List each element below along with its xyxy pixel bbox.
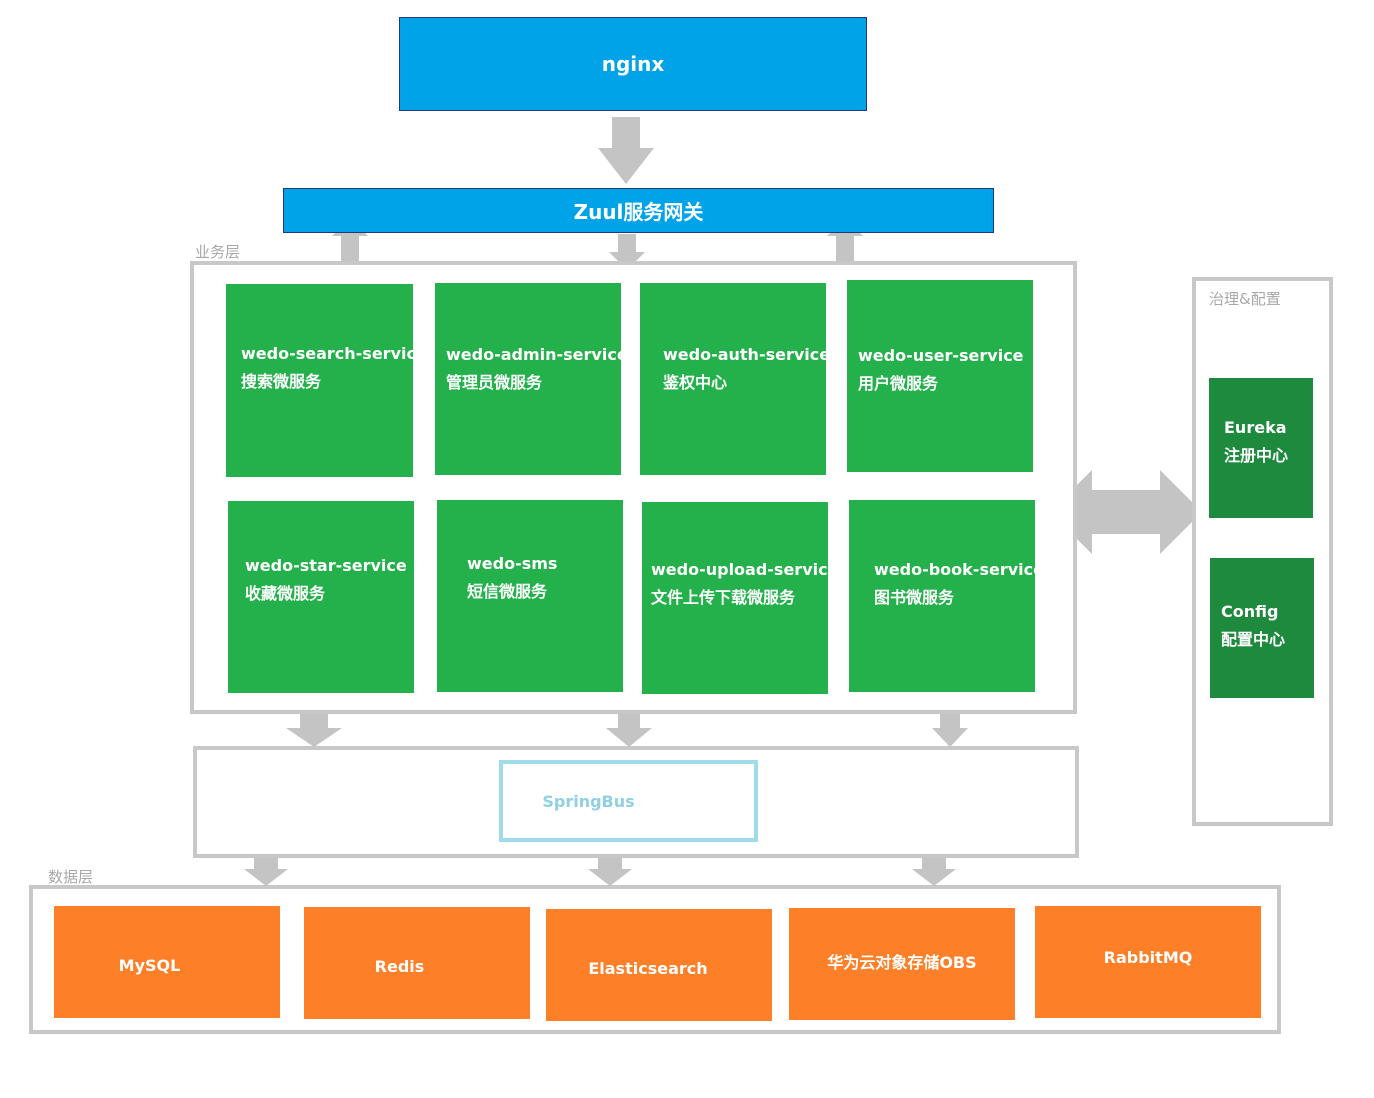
store-label: MySQL [118, 955, 181, 975]
service-name: wedo-upload-service [651, 560, 839, 579]
store-elasticsearch: Elasticsearch [546, 909, 772, 1021]
governance-eureka: Eureka 注册中心 [1209, 378, 1313, 518]
service-desc: 用户微服务 [858, 374, 939, 393]
store-label: Redis [374, 956, 425, 976]
data-layer-label: 数据层 [48, 868, 94, 886]
service-user: wedo-user-service 用户微服务 [847, 280, 1033, 472]
store-label: RabbitMQ [1103, 947, 1193, 967]
service-name: wedo-auth-service [663, 345, 831, 364]
arrow-bus-data-3 [912, 857, 956, 886]
service-name: wedo-sms [467, 554, 558, 573]
service-book: wedo-book-service 图书微服务 [849, 500, 1044, 692]
service-desc: 文件上传下载微服务 [651, 588, 796, 607]
governance-name: Eureka [1224, 418, 1287, 437]
business-layer-label: 业务层 [195, 243, 241, 261]
service-auth: wedo-auth-service 鉴权中心 [640, 283, 831, 475]
store-label: Elasticsearch [588, 958, 708, 978]
service-name: wedo-admin-service [446, 345, 628, 364]
service-desc: 鉴权中心 [663, 373, 728, 392]
nginx-label: nginx [601, 52, 665, 76]
arrow-business-bus-1 [286, 713, 342, 747]
arrow-nginx-to-zuul [598, 117, 654, 184]
arrow-bus-data-2 [588, 857, 632, 886]
store-obs: 华为云对象存储OBS [789, 908, 1015, 1020]
store-rabbitmq: RabbitMQ [1035, 906, 1261, 1018]
service-star: wedo-star-service 收藏微服务 [228, 501, 414, 693]
governance-name: Config [1221, 602, 1279, 621]
service-name: wedo-user-service [858, 346, 1024, 365]
store-redis: Redis [304, 907, 530, 1019]
zuul-label: Zuul服务网关 [573, 200, 704, 224]
arrow-business-bus-3 [932, 713, 968, 747]
service-desc: 短信微服务 [467, 582, 548, 601]
service-name: wedo-star-service [245, 556, 407, 575]
arrow-business-governance [1050, 470, 1202, 554]
service-desc: 收藏微服务 [245, 584, 326, 603]
service-name: wedo-search-service [241, 344, 427, 363]
governance-frame [1192, 277, 1333, 826]
service-upload: wedo-upload-service 文件上传下载微服务 [642, 502, 839, 694]
springbus-box: SpringBus [499, 760, 758, 842]
service-desc: 管理员微服务 [446, 373, 543, 392]
governance-label: 治理&配置 [1209, 290, 1281, 308]
arrow-business-bus-2 [606, 713, 652, 747]
service-desc: 搜索微服务 [241, 372, 322, 391]
governance-config: Config 配置中心 [1210, 558, 1314, 698]
springbus-label: SpringBus [542, 791, 635, 811]
service-search: wedo-search-service 搜索微服务 [226, 284, 427, 477]
arrow-bus-data-1 [244, 857, 288, 886]
store-label: 华为云对象存储OBS [827, 953, 977, 972]
service-desc: 图书微服务 [874, 588, 955, 607]
store-mysql: MySQL [54, 906, 280, 1018]
service-name: wedo-book-service [874, 560, 1044, 579]
service-admin: wedo-admin-service 管理员微服务 [435, 283, 628, 475]
nginx-box: nginx [399, 17, 867, 111]
governance-desc: 注册中心 [1224, 446, 1289, 465]
governance-desc: 配置中心 [1221, 630, 1286, 649]
zuul-gateway-box: Zuul服务网关 [283, 188, 994, 233]
service-sms: wedo-sms 短信微服务 [437, 500, 623, 692]
